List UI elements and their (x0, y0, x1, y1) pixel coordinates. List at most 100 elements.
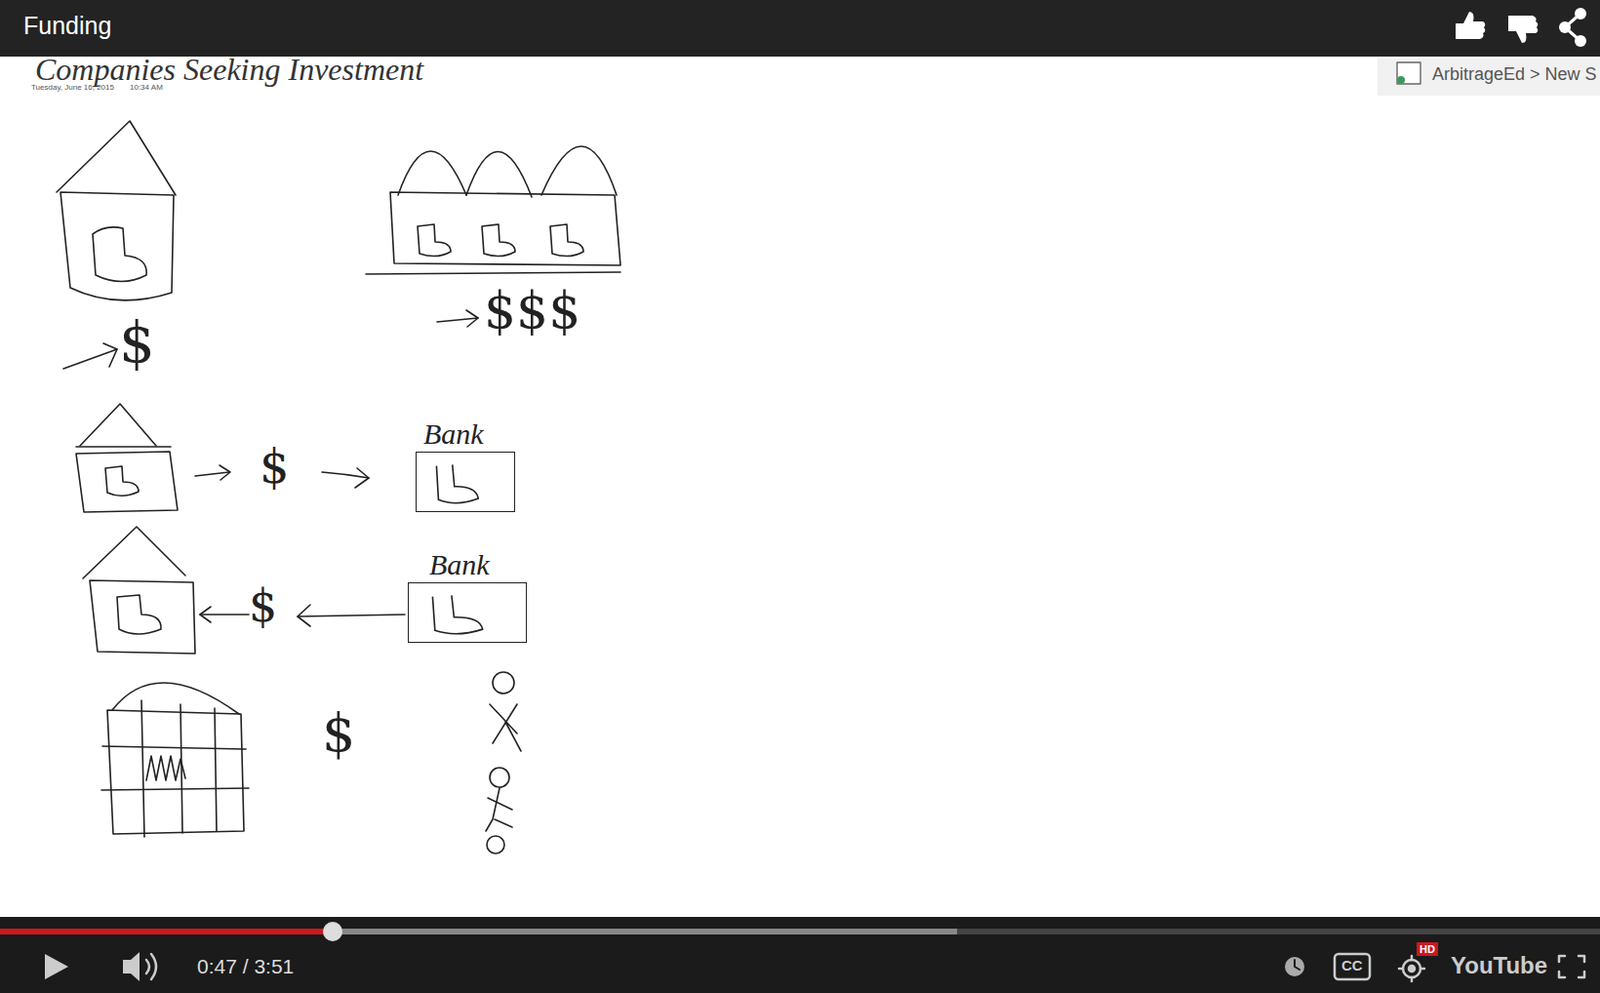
dollar-sign: $ (248, 581, 278, 632)
flow-arrow (297, 604, 311, 627)
timestamp-time: 10:34 AM (129, 83, 163, 93)
dollar-signs: $$$ (483, 282, 581, 339)
notebook-icon (1397, 62, 1421, 84)
triple-house (365, 146, 621, 275)
player-controls (1284, 957, 1305, 977)
bank-box: Bank (407, 548, 527, 643)
bank-outline (407, 582, 527, 643)
buffer-bar (0, 928, 958, 935)
top-bar-icons (1455, 7, 1587, 47)
timestamp-date: Tuesday, June 16, 2015 (31, 83, 115, 93)
triple-house (365, 272, 621, 275)
dollar-sign: $ (321, 704, 356, 762)
small-house (76, 445, 171, 448)
played-bar (0, 928, 333, 935)
board-heading: Companies Seeking Investment (35, 52, 424, 87)
flow-arrow (103, 343, 118, 367)
single-house (56, 120, 176, 301)
player-controls (1408, 965, 1415, 972)
stock-exchange-building (107, 710, 244, 835)
triple-house (541, 146, 617, 196)
small-house (82, 526, 196, 654)
notebook-icon (1397, 62, 1421, 84)
small-house (76, 451, 178, 513)
single-house (92, 227, 147, 282)
player-controls (151, 954, 157, 980)
top-bar-icons (1564, 13, 1581, 41)
notebook-icon (1397, 76, 1405, 84)
small-house (80, 403, 157, 446)
player-controls (146, 960, 150, 974)
stock-exchange-building (101, 746, 249, 791)
flow-arrow (321, 468, 369, 488)
stock-exchange-building (146, 756, 186, 781)
progress-track (0, 928, 1600, 935)
small-house (117, 595, 161, 635)
boot-sketch (436, 464, 479, 503)
hd-badge: HD (1416, 942, 1439, 957)
bank-label: Bank (407, 548, 527, 581)
single-house (60, 192, 174, 301)
triple-house (466, 151, 532, 198)
flow-arrow (437, 310, 479, 327)
player-controls (1399, 956, 1425, 982)
player-controls (1334, 954, 1370, 980)
investor-figure (485, 672, 521, 854)
bank-outline (415, 451, 516, 513)
flow-arrow (200, 606, 249, 623)
stock-exchange-building (112, 682, 240, 715)
bank-box: Bank (415, 417, 516, 513)
flow-arrow (219, 465, 231, 480)
triple-house (390, 192, 621, 266)
boot-sketch (416, 452, 517, 514)
flow-arrow (297, 614, 405, 617)
player-controls (1294, 960, 1300, 970)
flow-arrow (195, 472, 230, 477)
player-controls (122, 952, 140, 982)
stock-exchange-building (101, 682, 249, 838)
dollar-sign: $ (119, 312, 156, 375)
triple-house (481, 224, 516, 257)
flow-arrow (466, 310, 479, 327)
top-bar (0, 0, 1600, 57)
small-house (89, 580, 196, 654)
stock-exchange-building (141, 700, 217, 838)
player-controls (1402, 960, 1421, 978)
top-bar-icons (1508, 15, 1538, 43)
investor-figure (485, 788, 513, 832)
breadcrumb-panel (1377, 58, 1600, 96)
flow-arrow (200, 606, 211, 623)
investor-figure (489, 767, 510, 788)
scrub-knob (322, 921, 343, 942)
investor-figure (489, 704, 521, 752)
triple-house (398, 151, 467, 196)
boot-sketch (432, 595, 482, 634)
small-house (105, 466, 139, 496)
flow-arrow (195, 465, 231, 480)
player-controls (44, 954, 69, 980)
small-house (76, 403, 178, 513)
flow-arrow (355, 468, 369, 488)
boot-sketch (408, 583, 528, 644)
flow-arrow (297, 604, 405, 627)
small-house (82, 526, 186, 579)
breadcrumb-text: ArbitrageEd > New S (1432, 65, 1598, 85)
single-house (56, 120, 176, 196)
triple-house (417, 224, 451, 257)
flow-arrow (200, 613, 249, 616)
player-controls (44, 952, 1585, 982)
top-bar-icons (1455, 11, 1485, 40)
dollar-sign: $ (259, 440, 290, 493)
youtube-logo: YouTube (1450, 953, 1548, 979)
investor-figure (492, 672, 515, 694)
control-bar (0, 917, 1600, 993)
flow-arrow (437, 318, 479, 322)
investor-figure (486, 836, 505, 854)
time-display: 0:47 / 3:51 (197, 955, 294, 978)
cc-button: CC (1341, 958, 1363, 975)
video-title: Funding (23, 12, 112, 40)
triple-house (550, 224, 584, 257)
